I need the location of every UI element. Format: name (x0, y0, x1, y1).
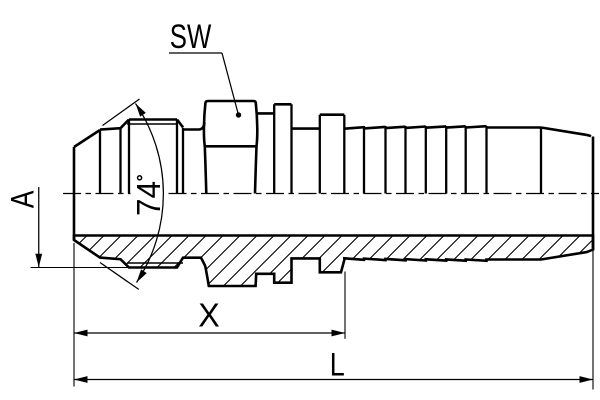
svg-text:A: A (5, 190, 41, 208)
svg-text:X: X (198, 296, 220, 333)
svg-text:74: 74 (131, 181, 168, 216)
svg-text:L: L (330, 347, 345, 383)
svg-text:SW: SW (170, 18, 212, 56)
